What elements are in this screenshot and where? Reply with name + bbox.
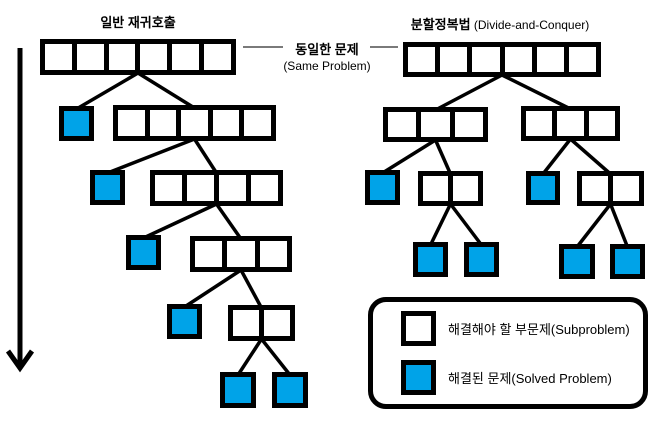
solved-square — [126, 235, 161, 270]
subproblem-swatch-icon — [401, 311, 436, 346]
solved-square — [526, 171, 560, 205]
subproblem-cell — [408, 47, 436, 72]
solved-square — [272, 372, 308, 408]
subproblem-cell — [388, 112, 417, 137]
subproblem-row — [190, 236, 292, 272]
tree-edge — [381, 138, 437, 175]
solved-square — [464, 242, 499, 277]
subproblem-cell — [557, 111, 584, 136]
subproblem-row — [521, 106, 620, 141]
subproblem-legend-label: 해결해야 할 부문제(Subproblem) — [448, 322, 630, 337]
subproblem-cell — [204, 44, 231, 70]
tree-edge — [75, 71, 139, 111]
subproblem-cell — [504, 47, 532, 72]
subproblem-cell — [187, 175, 214, 201]
solved-square — [167, 304, 202, 339]
subproblem-cell — [149, 110, 177, 136]
right-tree-title-english: (Divide-and-Conquer) — [470, 18, 590, 32]
subproblem-cell — [181, 110, 208, 136]
solved-square — [365, 170, 400, 205]
solved-square — [220, 372, 256, 408]
subproblem-cell — [244, 110, 271, 136]
solved-square — [610, 244, 645, 279]
legend-item-solved: 해결된 문제(Solved Problem) — [401, 360, 643, 395]
subproblem-cell — [588, 111, 615, 136]
subproblem-row — [418, 171, 483, 206]
subproblem-row — [403, 42, 601, 77]
subproblem-cell — [76, 44, 104, 70]
subproblem-cell — [45, 44, 72, 70]
tree-edge — [215, 202, 243, 241]
right-tree-title: 분할정복법 (Divide-and-Conquer) — [380, 14, 620, 33]
tree-edge — [183, 268, 242, 309]
subproblem-row — [228, 305, 295, 341]
tree-edge — [575, 202, 612, 249]
subproblem-cell — [172, 44, 200, 70]
subproblem-cell — [453, 176, 478, 201]
subproblem-row — [383, 107, 488, 142]
subproblem-cell — [582, 176, 608, 201]
subproblem-cell — [423, 176, 448, 201]
solved-swatch-icon — [401, 360, 436, 395]
subproblem-cell — [526, 111, 553, 136]
tree-edge — [569, 137, 612, 176]
subproblem-cell — [140, 44, 168, 70]
tree-edge — [239, 269, 264, 309]
same-problem-label: 동일한 문제 — [295, 42, 359, 57]
subproblem-cell — [568, 47, 597, 72]
tree-edge — [260, 337, 292, 377]
tree-edge — [501, 73, 572, 111]
tree-edge — [608, 203, 630, 248]
tree-edge — [236, 338, 263, 376]
subproblem-cell — [155, 175, 182, 201]
subproblem-cell — [227, 241, 255, 267]
subproblem-cell — [233, 310, 259, 336]
tree-edge — [137, 71, 196, 110]
subproblem-cell — [472, 47, 500, 72]
subproblem-row — [150, 170, 283, 206]
subproblem-row — [577, 171, 644, 206]
tree-edge — [193, 138, 218, 174]
down-arrow-icon — [5, 48, 35, 373]
subproblem-cell — [212, 110, 240, 136]
left-tree-title: 일반 재귀호출 — [40, 12, 236, 31]
left-tree-title-text: 일반 재귀호출 — [100, 15, 176, 30]
solved-legend-label: 해결된 문제(Solved Problem) — [448, 371, 612, 386]
subproblem-cell — [219, 175, 246, 201]
subproblem-row — [40, 39, 236, 75]
legend-box: 해결해야 할 부문제(Subproblem) 해결된 문제(Solved Pro… — [368, 297, 648, 409]
subproblem-row — [113, 105, 276, 141]
subproblem-cell — [536, 47, 564, 72]
solved-square — [90, 170, 125, 205]
subproblem-cell — [108, 44, 136, 70]
tree-edge — [106, 137, 196, 175]
solved-square — [59, 106, 94, 141]
down-arrow-head — [5, 349, 35, 373]
subproblem-cell — [118, 110, 145, 136]
subproblem-cell — [440, 47, 468, 72]
tree-edge — [541, 137, 572, 176]
tree-edge — [142, 202, 218, 240]
legend-item-subproblem: 해결해야 할 부문제(Subproblem) — [401, 311, 643, 346]
subproblem-cell — [264, 310, 290, 336]
subproblem-cell — [454, 112, 483, 137]
solved-square — [559, 244, 595, 279]
same-problem-sublabel: (Same Problem) — [283, 59, 371, 73]
subproblem-cell — [421, 112, 450, 137]
tree-edge — [428, 203, 453, 246]
right-tree-title-korean: 분할정복법 — [410, 17, 471, 32]
solved-square — [413, 242, 448, 277]
subproblem-cell — [613, 176, 639, 201]
tree-edge — [433, 139, 453, 175]
subproblem-cell — [251, 175, 278, 201]
tree-edge — [449, 202, 483, 247]
subproblem-cell — [195, 241, 223, 267]
subproblem-cell — [259, 241, 287, 267]
tree-edge — [434, 73, 503, 112]
